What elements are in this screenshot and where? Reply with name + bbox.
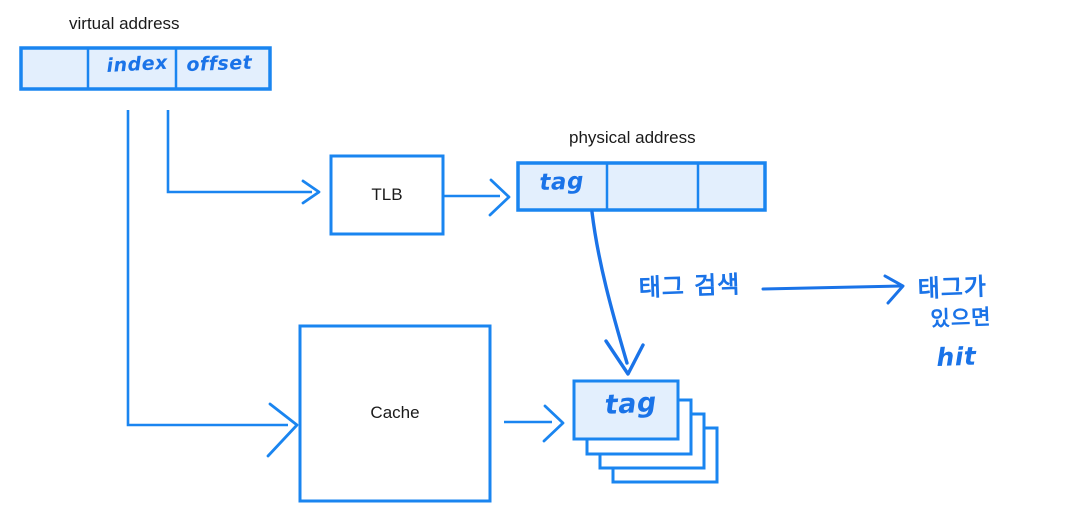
physical-address-outline	[516, 161, 767, 212]
tlb-block	[329, 154, 445, 236]
tlb-label: TLB	[371, 185, 403, 204]
physical-address-box	[516, 161, 767, 212]
tag-search-to-hit-arrow	[761, 274, 905, 305]
cache-line-stack	[572, 379, 719, 484]
index-to-cache-arrow	[126, 110, 299, 458]
physical-tag-curve	[590, 210, 629, 365]
tag-hit-note-line-1: 태그가	[917, 272, 988, 303]
cache-line-card-1	[572, 379, 680, 441]
tag-hit-note-line-3: hit	[936, 341, 977, 372]
tag-search-line	[761, 284, 903, 291]
virtual-address-title: virtual address	[69, 14, 180, 33]
virtual-address-box	[19, 46, 272, 91]
physical-address-tag-text: tag	[539, 168, 585, 196]
virtual-address-index-text: index	[106, 51, 169, 77]
virtual-address-outline	[19, 46, 272, 91]
tag-hit-note-line-2: 있으면	[930, 304, 992, 331]
physical-tag-arrowhead	[604, 339, 645, 376]
offset-to-tlb-arrowhead	[301, 179, 321, 205]
cache-to-lines-arrowhead	[542, 404, 565, 443]
index-to-cache-arrowhead	[266, 402, 299, 458]
tag-search-arrowhead	[883, 274, 905, 305]
virtual-address-offset-text: offset	[186, 51, 253, 76]
physical-address-title: physical address	[569, 128, 696, 147]
index-to-cache-line	[126, 110, 288, 427]
cache-label: Cache	[370, 403, 420, 422]
cache-line-tag-text: tag	[604, 387, 658, 421]
offset-to-tlb-line	[166, 110, 312, 194]
cache-to-cache-lines-arrow	[504, 404, 565, 443]
offset-to-tlb-arrow	[166, 110, 321, 205]
cache-block	[298, 324, 492, 503]
tlb-outline	[329, 154, 445, 236]
physical-tag-to-cache-lines-arrow	[590, 210, 645, 376]
tlb-to-physical-arrowhead	[488, 178, 511, 217]
tag-search-note: 태그 검색	[638, 270, 741, 302]
tlb-to-physical-address-arrow	[443, 178, 511, 217]
cache-outline	[298, 324, 492, 503]
